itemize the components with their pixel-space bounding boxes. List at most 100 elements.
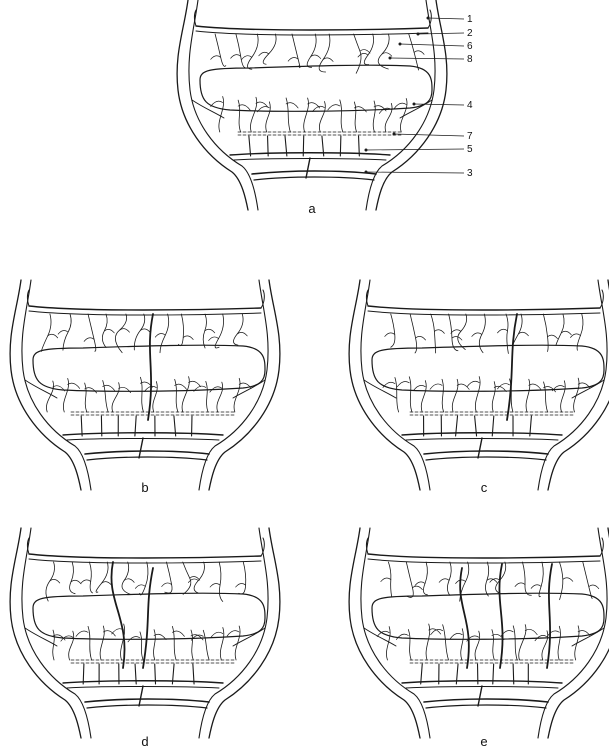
upper-branch-5 <box>311 55 321 59</box>
callout-leader-7 <box>366 172 464 173</box>
upper-capillary-7 <box>522 562 531 595</box>
callout-8: 8 <box>467 54 473 65</box>
upper-capillary-1 <box>236 34 245 67</box>
upper-boundary-inner <box>368 559 600 563</box>
lower-capillary-9 <box>203 630 209 660</box>
upper-capillary-3 <box>447 562 451 595</box>
central-oval <box>372 345 604 391</box>
lower-capillary-9 <box>206 381 208 412</box>
upper-capillary-10 <box>239 562 246 594</box>
upper-branch-3 <box>102 582 112 586</box>
upper-capillary-2 <box>423 562 427 595</box>
upper-branch-1 <box>71 580 81 584</box>
upper-capillary-2 <box>89 562 92 593</box>
lower-capillary-1 <box>409 377 412 412</box>
callout-leader-3 <box>390 58 464 59</box>
panel-d-drawing <box>10 528 280 738</box>
lower-capillary-11 <box>234 378 240 412</box>
upper-boundary <box>368 554 600 558</box>
panel-label-e: e <box>480 734 487 749</box>
outer-wall-right <box>209 528 280 738</box>
lower-branch-8 <box>529 384 541 389</box>
upper-branch-0 <box>381 578 391 582</box>
upper-capillary-10 <box>583 562 592 598</box>
upper-branch-6 <box>162 583 172 587</box>
upper-branch-9 <box>209 337 219 341</box>
bottom-boundary-inner <box>254 177 374 180</box>
lower-branch-1 <box>397 381 409 386</box>
bottom-cell-divider <box>478 686 482 706</box>
panel-a-drawing <box>177 0 447 210</box>
lower-capillary-7 <box>340 100 343 132</box>
lower-capillary-4 <box>112 383 119 412</box>
lower-capillary-2 <box>250 97 256 132</box>
bottom-boundary <box>424 699 548 702</box>
callout-1: 1 <box>467 14 473 25</box>
lower-branch-4 <box>450 633 462 638</box>
upper-capillary-6 <box>506 314 508 353</box>
bottom-boundary <box>424 451 548 454</box>
lower-capillary-0 <box>395 378 399 412</box>
lower-capillary-3 <box>442 379 444 412</box>
upper-capillary-4 <box>292 34 300 68</box>
upper-branch-0 <box>385 333 395 337</box>
upper-branch-4 <box>120 329 130 333</box>
callout-leader-4 <box>414 104 464 105</box>
upper-capillary-7 <box>354 34 361 73</box>
upper-branch-1 <box>416 336 426 340</box>
upper-branch-2 <box>84 338 94 342</box>
upper-boundary <box>196 26 428 30</box>
bottom-cell-divider <box>139 438 143 458</box>
callout-5: 5 <box>467 144 473 155</box>
upper-capillary-7 <box>178 314 183 346</box>
lower-capillary-5 <box>304 98 309 132</box>
upper-branch-2 <box>415 582 425 586</box>
upper-boundary <box>29 554 261 558</box>
bottom-boundary-inner <box>426 457 546 460</box>
upper-branch-7 <box>518 332 528 336</box>
upper-capillary-3 <box>263 34 276 64</box>
lower-column-5 <box>513 664 514 684</box>
lower-branch-8 <box>525 629 537 634</box>
lower-branch-11 <box>227 631 239 636</box>
lower-capillary-2 <box>85 383 87 412</box>
panel-c: c <box>349 280 609 495</box>
lower-capillary-8 <box>519 625 526 660</box>
callout-2: 2 <box>467 28 473 39</box>
upper-branch-0 <box>50 579 60 583</box>
upper-capillary-0 <box>41 314 51 351</box>
lower-column-0 <box>421 664 423 684</box>
upper-branch-10 <box>414 51 424 55</box>
upper-capillary-2 <box>248 34 259 69</box>
panel-c-drawing <box>349 280 609 490</box>
lower-branch-1 <box>68 383 80 388</box>
lower-band <box>63 681 223 683</box>
upper-capillary-3 <box>449 314 458 351</box>
upper-capillary-0 <box>46 562 55 601</box>
upper-capillary-3 <box>96 562 108 592</box>
upper-branch-10 <box>570 334 580 338</box>
upper-capillary-4 <box>122 562 130 594</box>
lower-capillary-0 <box>46 381 53 412</box>
outer-wall-left <box>10 280 81 490</box>
bottom-boundary <box>85 699 209 702</box>
upper-branch-5 <box>472 333 482 337</box>
upper-branch-3 <box>439 579 449 583</box>
panel-a: a 1 2 6 8 4 7 5 3 <box>177 0 473 216</box>
upper-branch-6 <box>497 329 507 333</box>
lower-capillary-9 <box>373 101 375 132</box>
bottom-boundary-inner <box>426 705 546 708</box>
upper-branch-9 <box>563 578 573 582</box>
bottom-boundary-inner <box>87 705 207 708</box>
lower-column-5 <box>340 136 341 156</box>
outer-wall-left <box>349 280 420 490</box>
lower-capillary-8 <box>526 379 530 412</box>
upper-boundary-inner <box>29 559 261 563</box>
thick-vessel-1 <box>143 568 153 668</box>
upper-branch-0 <box>211 56 221 60</box>
upper-capillary-8 <box>194 562 204 593</box>
lower-branch-2 <box>76 631 88 636</box>
upper-branch-1 <box>58 331 68 335</box>
lower-capillary-4 <box>452 379 458 412</box>
upper-branch-6 <box>155 334 165 338</box>
